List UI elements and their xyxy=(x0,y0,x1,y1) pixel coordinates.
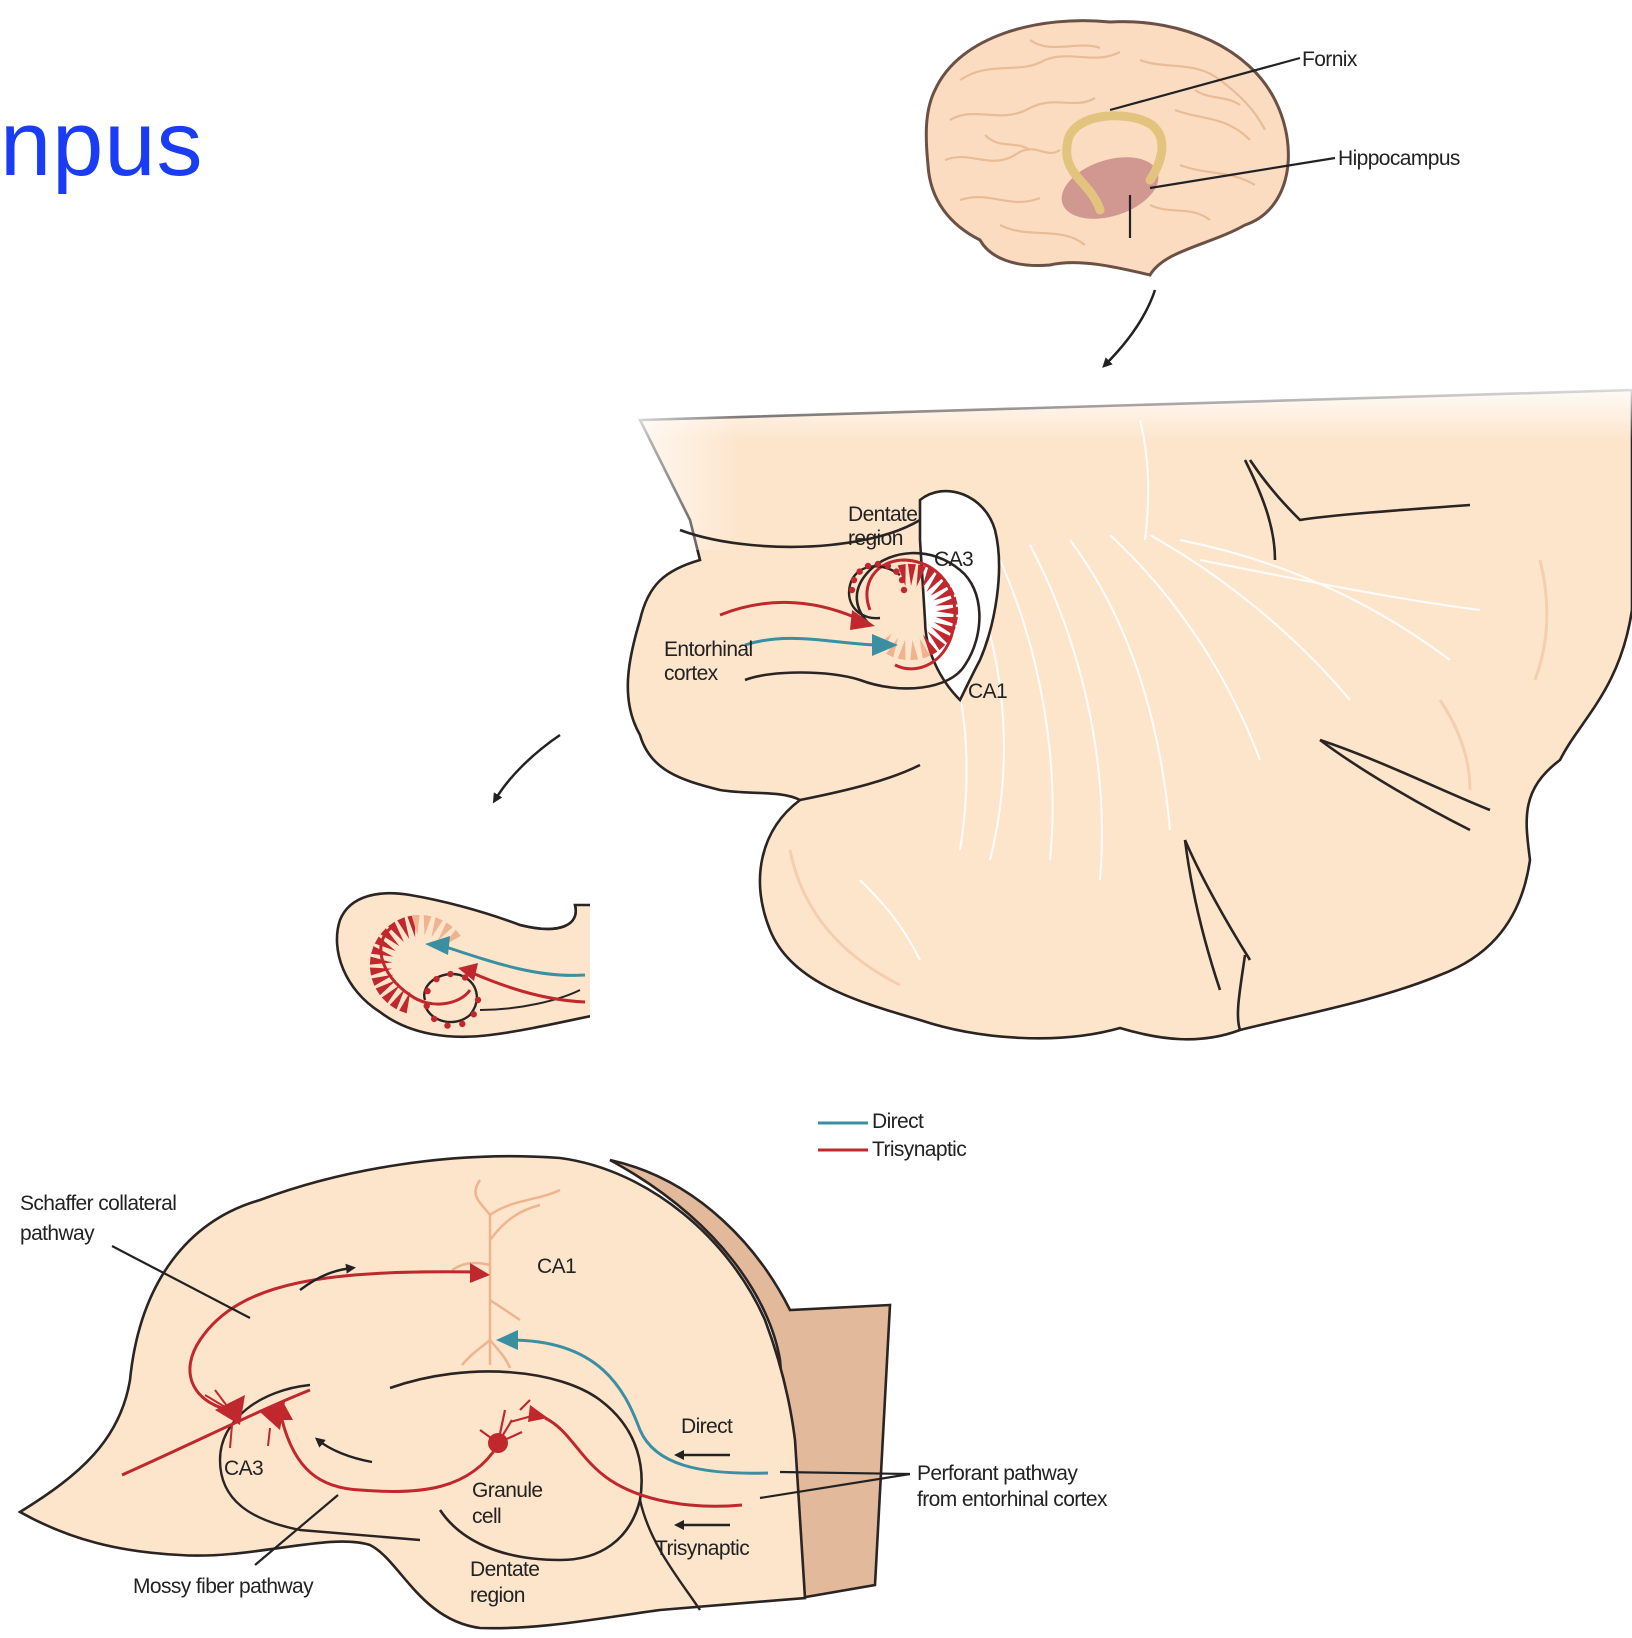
curved-arrow-icon xyxy=(495,735,560,800)
fornix-label: Fornix xyxy=(1302,48,1358,71)
granule-cell-dot xyxy=(431,1016,437,1022)
dentate-label-1: Dentate xyxy=(848,503,917,526)
granule-cell-dot xyxy=(459,1021,465,1027)
granule-cell-dot xyxy=(893,568,899,574)
granule-cell-dot xyxy=(444,1022,450,1028)
granule-cell-dot xyxy=(424,988,430,994)
slice-trisynaptic-label: Trisynaptic xyxy=(655,1537,749,1560)
granule-cell-dot xyxy=(885,563,891,569)
granule-cell-dot xyxy=(856,568,862,574)
entorhinal-label-1: Entorhinal xyxy=(664,638,753,661)
brain-outline xyxy=(926,21,1288,275)
granule-cell-dot xyxy=(424,1003,430,1009)
granule-label-1: Granule xyxy=(472,1479,543,1502)
legend-trisynaptic-label: Trisynaptic xyxy=(872,1138,966,1161)
hippocampus-label: Hippocampus xyxy=(1338,147,1460,170)
slice-ca1-label: CA1 xyxy=(537,1255,576,1278)
granule-cell-dot xyxy=(849,587,855,593)
granule-cell-dot xyxy=(899,577,905,583)
granule-cell-dot xyxy=(471,1011,477,1017)
coronal-section: Dentate region CA3 CA1 Entorhinal cortex xyxy=(600,380,1632,1039)
section-ca1-label: CA1 xyxy=(968,680,1007,703)
schaffer-label-2: pathway xyxy=(20,1222,95,1245)
curved-arrow-icon xyxy=(1105,290,1155,365)
granule-cell-dot xyxy=(851,577,857,583)
slice-dentate-label-1: Dentate xyxy=(470,1558,539,1581)
entorhinal-label-2: cortex xyxy=(664,662,719,685)
hippocampal-slice: Schaffer collateral pathway CA1 CA3 Gran… xyxy=(20,1156,1108,1628)
legend-direct-label: Direct xyxy=(872,1110,924,1133)
fade-left xyxy=(600,380,740,550)
granule-cell-dot xyxy=(433,976,439,982)
isolated-hippocampus xyxy=(337,880,630,1037)
granule-label-2: cell xyxy=(472,1505,501,1528)
slice-ca3-label: CA3 xyxy=(224,1457,263,1480)
granule-cell-dot xyxy=(865,563,871,569)
isolated-tissue xyxy=(337,893,620,1037)
schaffer-label-1: Schaffer collateral xyxy=(20,1192,176,1215)
fade-top xyxy=(600,380,1632,440)
section-tissue xyxy=(628,390,1632,1039)
granule-cell-dot xyxy=(875,561,881,567)
section-ca3-label: CA3 xyxy=(934,548,973,571)
perforant-label-1: Perforant pathway xyxy=(917,1462,1078,1485)
perforant-label-2: from entorhinal cortex xyxy=(917,1488,1108,1511)
dentate-label-2: region xyxy=(848,527,903,550)
granule-cell-dot xyxy=(901,587,907,593)
slice-dentate-label-2: region xyxy=(470,1584,525,1607)
slice-direct-label: Direct xyxy=(681,1415,733,1438)
mossy-label: Mossy fiber pathway xyxy=(133,1575,314,1598)
brain-illustration: Fornix Hippocampus xyxy=(926,21,1460,275)
legend: Direct Trisynaptic xyxy=(818,1110,966,1161)
granule-cell-dot xyxy=(447,971,453,977)
granule-cell-dot xyxy=(475,997,481,1003)
